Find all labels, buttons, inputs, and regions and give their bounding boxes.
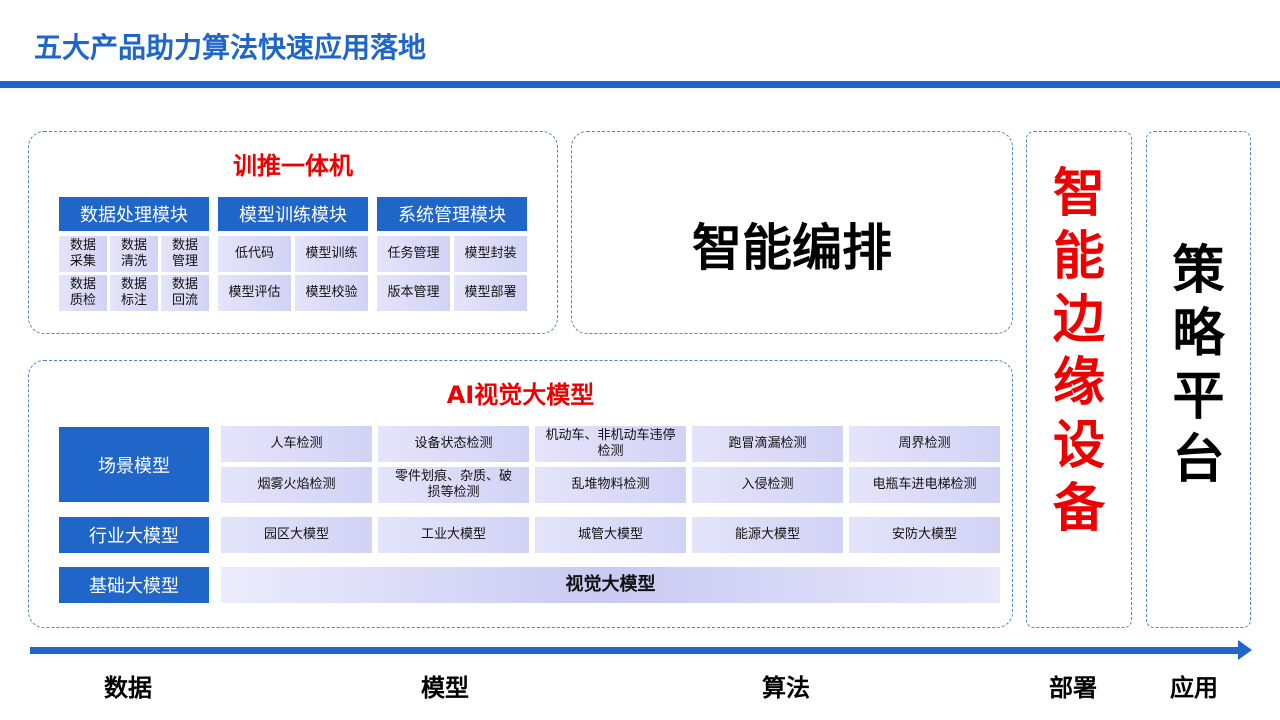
industry-item[interactable]: 园区大模型	[221, 517, 372, 553]
base-model-label[interactable]: 基础大模型	[59, 567, 209, 603]
stage-label-deploy: 部署	[1049, 674, 1097, 702]
scene-item[interactable]: 跑冒滴漏检测	[692, 426, 843, 462]
strategy-platform-char: 略	[1172, 304, 1225, 364]
module-item[interactable]: 数据 标注	[110, 275, 158, 311]
module-item[interactable]: 数据 清洗	[110, 236, 158, 272]
scene-model-label[interactable]: 场景模型	[59, 427, 209, 502]
module-item[interactable]: 模型评估	[218, 275, 291, 311]
strategy-platform-panel[interactable]	[1146, 131, 1251, 628]
edge-device-char: 缘	[1052, 353, 1105, 413]
module-item[interactable]: 低代码	[218, 236, 291, 272]
scene-item[interactable]: 设备状态检测	[378, 426, 529, 462]
page-title: 五大产品助力算法快速应用落地	[34, 31, 427, 64]
module-header-system[interactable]: 系统管理模块	[377, 197, 527, 231]
module-item[interactable]: 数据 回流	[161, 275, 209, 311]
stage-label-application: 应用	[1170, 674, 1218, 702]
scene-item[interactable]: 机动车、非机动车违停检测	[535, 426, 686, 462]
training-machine-title: 训推一体机	[233, 152, 353, 180]
edge-device-char: 边	[1052, 290, 1105, 350]
title-divider	[0, 81, 1280, 88]
industry-item[interactable]: 能源大模型	[692, 517, 843, 553]
industry-item[interactable]: 城管大模型	[535, 517, 686, 553]
module-header-training[interactable]: 模型训练模块	[218, 197, 368, 231]
module-item[interactable]: 版本管理	[377, 275, 450, 311]
industry-item[interactable]: 安防大模型	[849, 517, 1000, 553]
orchestration-title: 智能编排	[692, 219, 892, 277]
module-item[interactable]: 模型校验	[295, 275, 368, 311]
industry-item[interactable]: 工业大模型	[378, 517, 529, 553]
module-header-data[interactable]: 数据处理模块	[59, 197, 209, 231]
scene-item[interactable]: 周界检测	[849, 426, 1000, 462]
module-item[interactable]: 数据 管理	[161, 236, 209, 272]
strategy-platform-title: 策 略 平 台	[1146, 240, 1251, 492]
edge-device-char: 智	[1052, 164, 1105, 224]
edge-device-char: 设	[1052, 416, 1105, 476]
vision-model-title: AI视觉大模型	[446, 381, 595, 409]
edge-device-panel[interactable]	[1026, 131, 1132, 628]
strategy-platform-char: 平	[1172, 367, 1225, 427]
edge-device-title: 智 能 边 缘 设 备	[1026, 163, 1132, 541]
scene-item[interactable]: 入侵检测	[692, 467, 843, 503]
industry-model-label[interactable]: 行业大模型	[59, 517, 209, 553]
base-vision-model-item[interactable]: 视觉大模型	[221, 567, 1000, 603]
module-item[interactable]: 数据 质检	[59, 275, 107, 311]
flow-arrow-head-icon	[1238, 640, 1252, 660]
edge-device-char: 能	[1052, 227, 1105, 287]
strategy-platform-char: 台	[1172, 430, 1225, 490]
orchestration-panel[interactable]	[571, 131, 1013, 334]
scene-item[interactable]: 人车检测	[221, 426, 372, 462]
module-item[interactable]: 数据 采集	[59, 236, 107, 272]
module-item[interactable]: 模型封装	[454, 236, 527, 272]
module-item[interactable]: 任务管理	[377, 236, 450, 272]
strategy-platform-char: 策	[1172, 241, 1225, 301]
stage-label-model: 模型	[421, 674, 469, 702]
scene-item[interactable]: 零件划痕、杂质、破损等检测	[378, 467, 529, 503]
scene-item[interactable]: 乱堆物料检测	[535, 467, 686, 503]
edge-device-char: 备	[1052, 479, 1105, 539]
scene-item[interactable]: 烟雾火焰检测	[221, 467, 372, 503]
module-item[interactable]: 模型训练	[295, 236, 368, 272]
flow-arrow-line	[30, 647, 1240, 654]
module-item[interactable]: 模型部署	[454, 275, 527, 311]
scene-item[interactable]: 电瓶车进电梯检测	[849, 467, 1000, 503]
stage-label-data: 数据	[104, 674, 152, 702]
stage-label-algorithm: 算法	[762, 674, 810, 702]
